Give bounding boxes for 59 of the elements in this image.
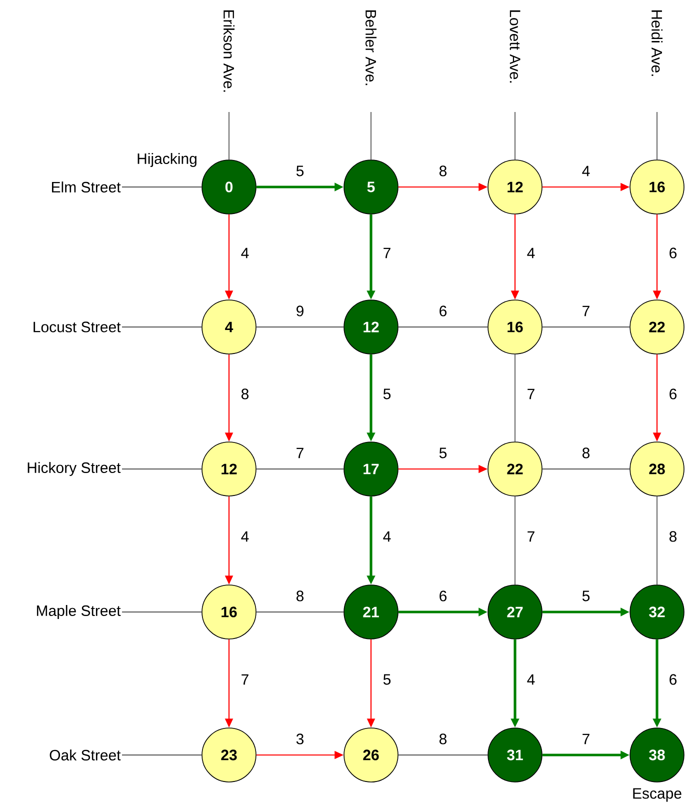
road-line — [256, 326, 344, 328]
edge-label: 7 — [384, 248, 390, 258]
road-line — [514, 496, 516, 586]
road-line — [398, 754, 488, 756]
edge-label: 9 — [296, 306, 304, 316]
edge-label: 8 — [296, 590, 304, 602]
edge-label: 6 — [670, 674, 677, 685]
edge-label: 5 — [582, 590, 590, 602]
edge-label: 7 — [296, 448, 304, 458]
edge-label: 8 — [670, 531, 677, 542]
road-line — [228, 112, 230, 160]
edge-label: 4 — [582, 166, 590, 176]
edge-label: 5 — [383, 674, 391, 685]
street-name: Maple Street — [36, 605, 121, 619]
road-line — [122, 326, 202, 328]
road-line — [514, 112, 516, 160]
street-name: Elm Street — [52, 181, 121, 192]
road-line — [542, 468, 630, 470]
edge-label: 7 — [582, 306, 590, 316]
street-name: Hickory Street — [28, 462, 121, 476]
road-line — [542, 326, 630, 328]
edge-label: 5 — [296, 166, 304, 176]
edge-label: 8 — [582, 448, 590, 458]
road-line — [122, 754, 202, 756]
edge-label: 5 — [383, 388, 391, 400]
edge-label: 4 — [527, 674, 535, 685]
edge-label: 4 — [383, 531, 391, 542]
edge-label: 4 — [527, 248, 535, 258]
edge-label: 8 — [440, 166, 447, 176]
edge-label: 8 — [440, 734, 447, 744]
avenue-name: Lovett Ave. — [510, 10, 520, 83]
edge-label: 3 — [296, 734, 304, 744]
road-line — [370, 112, 372, 160]
edge-label: 8 — [242, 388, 249, 400]
avenue-name: Behler Ave. — [366, 10, 376, 86]
road-line — [656, 496, 658, 586]
edge-label: 6 — [670, 248, 677, 258]
street-name: Oak Street — [50, 750, 121, 760]
street-name: Locust Street — [34, 322, 121, 332]
edge-label: 7 — [528, 531, 534, 542]
road-line — [656, 112, 658, 160]
road-line — [122, 468, 202, 470]
edge-label: 6 — [440, 590, 447, 602]
edge-label: 6 — [670, 388, 677, 400]
road-line — [398, 326, 488, 328]
edge-label: 4 — [241, 531, 249, 542]
node-caption: Hijacking — [138, 153, 196, 167]
avenue-name: Erikson Ave. — [224, 10, 234, 92]
node-caption: Escape — [633, 788, 682, 802]
edge-label: 7 — [242, 674, 248, 685]
road-line — [514, 354, 516, 442]
edge-label: 4 — [241, 248, 249, 258]
road-line — [256, 468, 344, 470]
edge-label: 7 — [528, 388, 534, 400]
avenue-name: Heidi Ave. — [652, 10, 663, 76]
edge-label: 7 — [582, 734, 590, 744]
edge-label: 6 — [440, 306, 447, 316]
road-line — [122, 186, 202, 188]
edge-label: 5 — [439, 448, 447, 458]
